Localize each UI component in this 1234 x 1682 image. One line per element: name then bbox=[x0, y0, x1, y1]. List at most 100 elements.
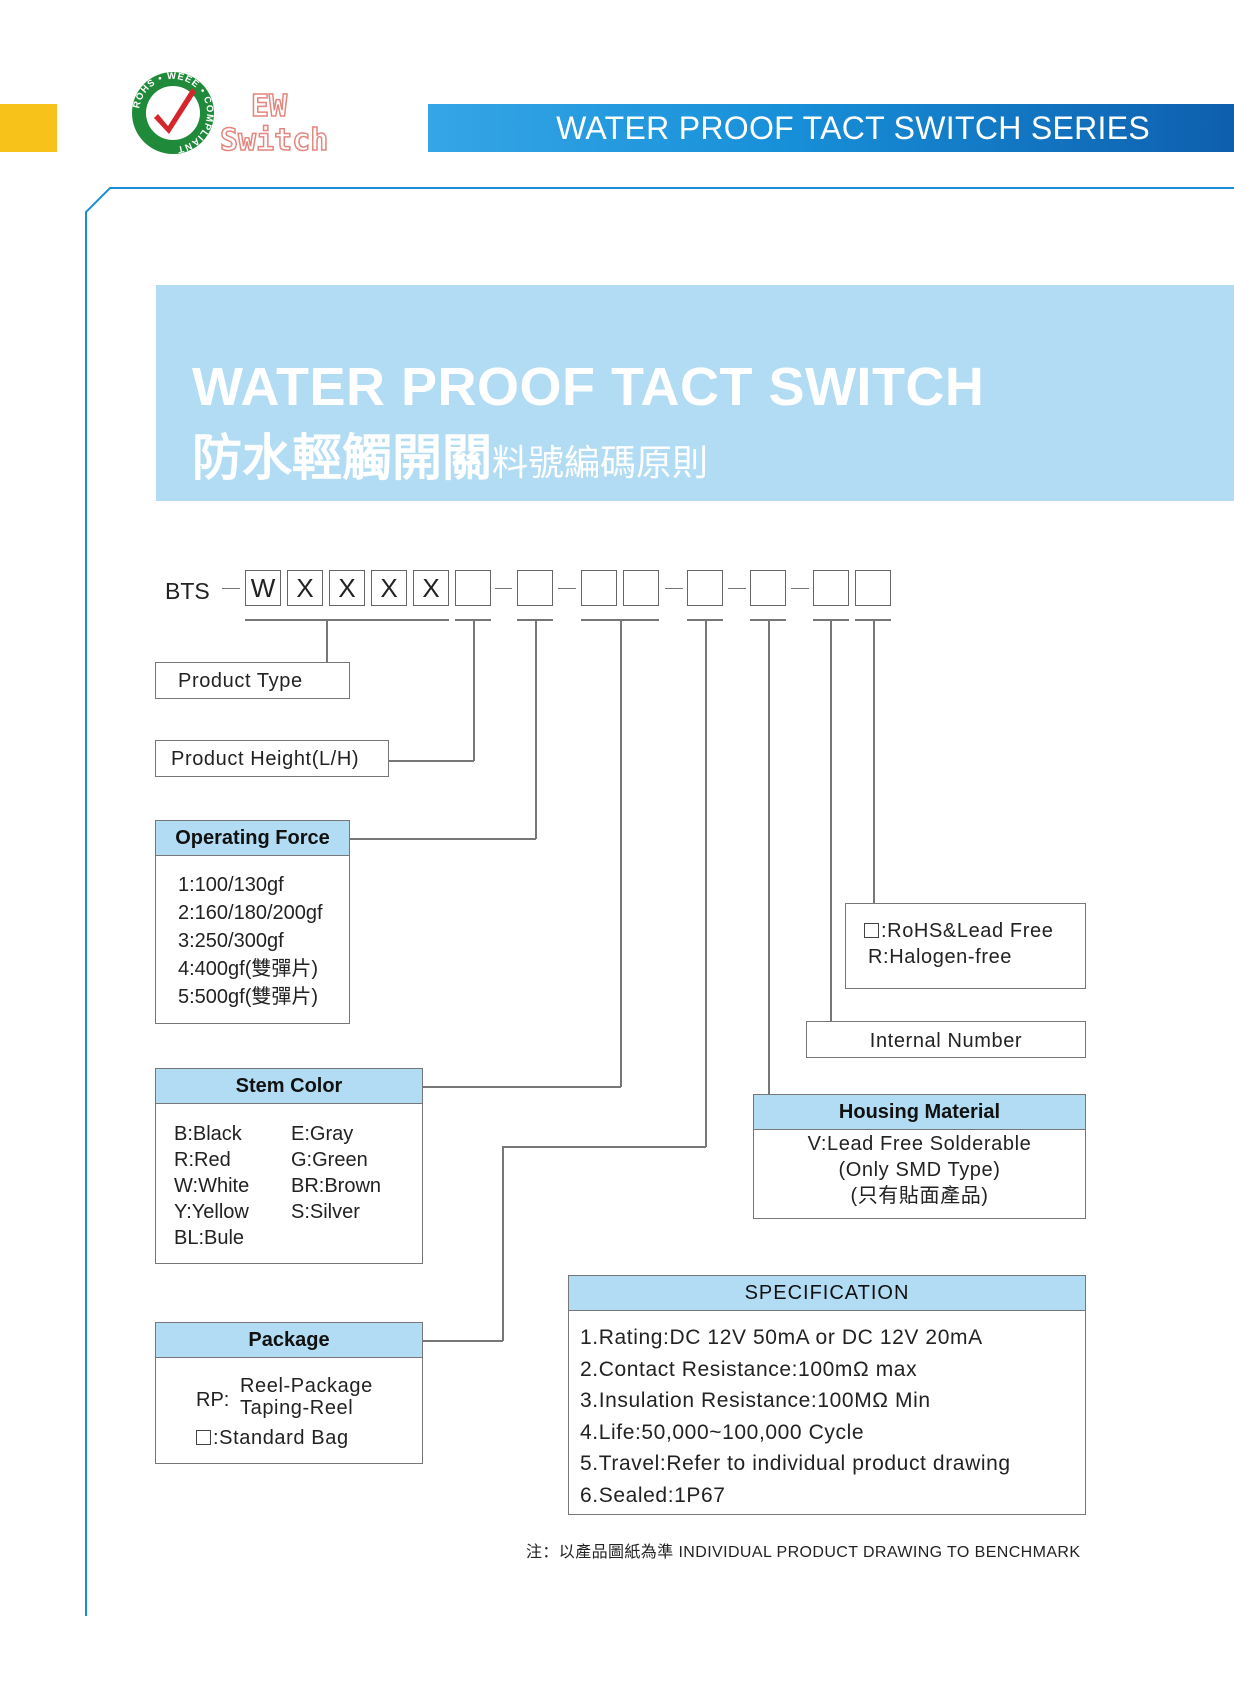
rohs-line1: :RoHS&Lead Free bbox=[881, 920, 1054, 942]
series-banner: WATER PROOF TACT SWITCH SERIES bbox=[428, 104, 1234, 152]
operating-force-option: 1:100/130gf bbox=[178, 874, 284, 896]
code-box-stem-color-1 bbox=[581, 570, 617, 606]
stem-color-option: B:Black bbox=[174, 1123, 242, 1145]
package-rp-line: Reel-Package bbox=[240, 1375, 373, 1397]
code-underline bbox=[517, 619, 553, 621]
product-type-label: Product Type bbox=[178, 670, 303, 692]
product-type-box: Product Type bbox=[155, 662, 350, 699]
specification-item: 2.Contact Resistance:100mΩ max bbox=[580, 1357, 918, 1381]
specification-title: SPECIFICATION bbox=[569, 1276, 1085, 1311]
code-underline bbox=[750, 619, 786, 621]
operating-force-box: Operating Force 1:100/130gf 2:160/180/20… bbox=[155, 820, 350, 1024]
housing-material-line: (Only SMD Type) bbox=[838, 1159, 1001, 1181]
operating-force-options: 1:100/130gf 2:160/180/200gf 3:250/300gf … bbox=[178, 871, 323, 1011]
code-box-stem-color-2 bbox=[623, 570, 659, 606]
code-underline bbox=[455, 619, 491, 621]
package-box: Package RP: Reel-Package Taping-Reel :St… bbox=[155, 1322, 423, 1464]
code-underline bbox=[813, 619, 849, 621]
code-dash bbox=[728, 588, 746, 589]
rohs-line2: R:Halogen-free bbox=[868, 946, 1013, 968]
code-prefix: BTS bbox=[165, 578, 210, 604]
specification-list: 1.Rating:DC 12V 50mA or DC 12V 20mA 2.Co… bbox=[580, 1322, 1011, 1511]
stem-color-option: BR:Brown bbox=[291, 1175, 382, 1197]
stem-color-right-column: E:Gray G:Green BR:Brown S:Silver bbox=[291, 1121, 381, 1225]
rohs-option-lead-free: :RoHS&Lead Free bbox=[864, 920, 1053, 943]
stem-color-option: BL:Bule bbox=[174, 1227, 245, 1249]
hero-title: WATER PROOF TACT SWITCH bbox=[192, 357, 985, 417]
package-standard-option: :Standard Bag bbox=[196, 1427, 349, 1450]
package-rp-lines: Reel-Package Taping-Reel bbox=[240, 1375, 373, 1419]
package-title: Package bbox=[156, 1323, 422, 1358]
connector-line bbox=[620, 620, 622, 1087]
brand-line-switch: Switch bbox=[219, 123, 329, 158]
empty-box-icon bbox=[864, 923, 879, 938]
code-underline bbox=[687, 619, 723, 621]
operating-force-title: Operating Force bbox=[156, 821, 349, 856]
specification-item: 6.Sealed:1P67 bbox=[580, 1483, 726, 1507]
housing-material-line: V:Lead Free Solderable bbox=[807, 1133, 1032, 1155]
connector-line bbox=[473, 620, 475, 761]
stem-color-option: G:Green bbox=[291, 1149, 368, 1171]
code-box-force bbox=[517, 570, 553, 606]
package-rp-line: Taping-Reel bbox=[240, 1397, 354, 1419]
code-dash bbox=[791, 588, 809, 589]
code-box-package bbox=[687, 570, 723, 606]
code-box-height bbox=[455, 570, 491, 606]
product-height-box: Product Height(L/H) bbox=[155, 740, 389, 777]
stem-color-option: E:Gray bbox=[291, 1123, 354, 1145]
hero-banner bbox=[156, 285, 1234, 501]
code-box-letter: X bbox=[287, 570, 323, 606]
connector-line bbox=[349, 838, 536, 840]
brand-line-ew: EW bbox=[250, 89, 288, 124]
code-box-internal bbox=[813, 570, 849, 606]
specification-item: 4.Life:50,000~100,000 Cycle bbox=[580, 1420, 865, 1444]
connector-line bbox=[389, 760, 474, 762]
operating-force-option: 5:500gf(雙彈片) bbox=[178, 986, 319, 1008]
stem-color-option: W:White bbox=[174, 1175, 250, 1197]
operating-force-option: 2:160/180/200gf bbox=[178, 902, 323, 924]
code-dash bbox=[222, 588, 240, 589]
rohs-box: :RoHS&Lead Free R:Halogen-free bbox=[845, 903, 1086, 989]
internal-number-label: Internal Number bbox=[869, 1030, 1023, 1052]
code-box-housing bbox=[750, 570, 786, 606]
connector-line bbox=[768, 620, 770, 1094]
code-dash bbox=[665, 588, 683, 589]
code-dash bbox=[558, 588, 576, 589]
code-box-rohs bbox=[855, 570, 891, 606]
stem-color-title: Stem Color bbox=[156, 1069, 422, 1104]
code-box-letter: X bbox=[371, 570, 407, 606]
housing-material-title: Housing Material bbox=[754, 1095, 1085, 1130]
page-frame-line bbox=[85, 187, 1234, 1616]
specification-item: 1.Rating:DC 12V 50mA or DC 12V 20mA bbox=[580, 1326, 983, 1349]
operating-force-option: 3:250/300gf bbox=[178, 930, 284, 952]
package-rp-key: RP: bbox=[196, 1389, 230, 1411]
specification-item: 5.Travel:Refer to individual product dra… bbox=[580, 1452, 1011, 1475]
code-box-letter: X bbox=[329, 570, 365, 606]
hero-subtitle-bold: 防水輕觸開關 bbox=[192, 430, 492, 486]
housing-material-line: (只有貼面產品) bbox=[850, 1185, 989, 1207]
code-box-letter: W bbox=[245, 570, 281, 606]
stem-color-left-column: B:Black R:Red W:White Y:Yellow BL:Bule bbox=[174, 1121, 249, 1251]
connector-line bbox=[502, 1146, 504, 1341]
specification-item: 3.Insulation Resistance:100MΩ Min bbox=[580, 1389, 931, 1412]
housing-material-lines: V:Lead Free Solderable (Only SMD Type) (… bbox=[754, 1131, 1085, 1209]
connector-line bbox=[326, 620, 328, 663]
connector-line bbox=[535, 620, 537, 839]
internal-number-box: Internal Number bbox=[806, 1021, 1086, 1058]
stem-color-option: Y:Yellow bbox=[174, 1201, 249, 1223]
specification-box: SPECIFICATION 1.Rating:DC 12V 50mA or DC… bbox=[568, 1275, 1086, 1515]
yellow-side-tab bbox=[0, 104, 57, 152]
connector-line bbox=[502, 1146, 706, 1148]
code-underline bbox=[581, 619, 659, 621]
hero-subtitle-light: 料號編碼原則 bbox=[492, 442, 709, 483]
connector-line bbox=[830, 620, 832, 1022]
product-height-label: Product Height(L/H) bbox=[171, 748, 360, 770]
rohs-weee-compliant-logo-icon: ROHS • WEEE • COMPLIANT bbox=[131, 71, 214, 155]
package-standard-label: :Standard Bag bbox=[213, 1427, 349, 1449]
code-underline bbox=[245, 619, 449, 621]
stem-color-option: R:Red bbox=[174, 1149, 231, 1171]
code-dash bbox=[495, 588, 512, 589]
connector-line bbox=[873, 620, 875, 903]
connector-line bbox=[423, 1340, 503, 1342]
code-underline bbox=[855, 619, 891, 621]
